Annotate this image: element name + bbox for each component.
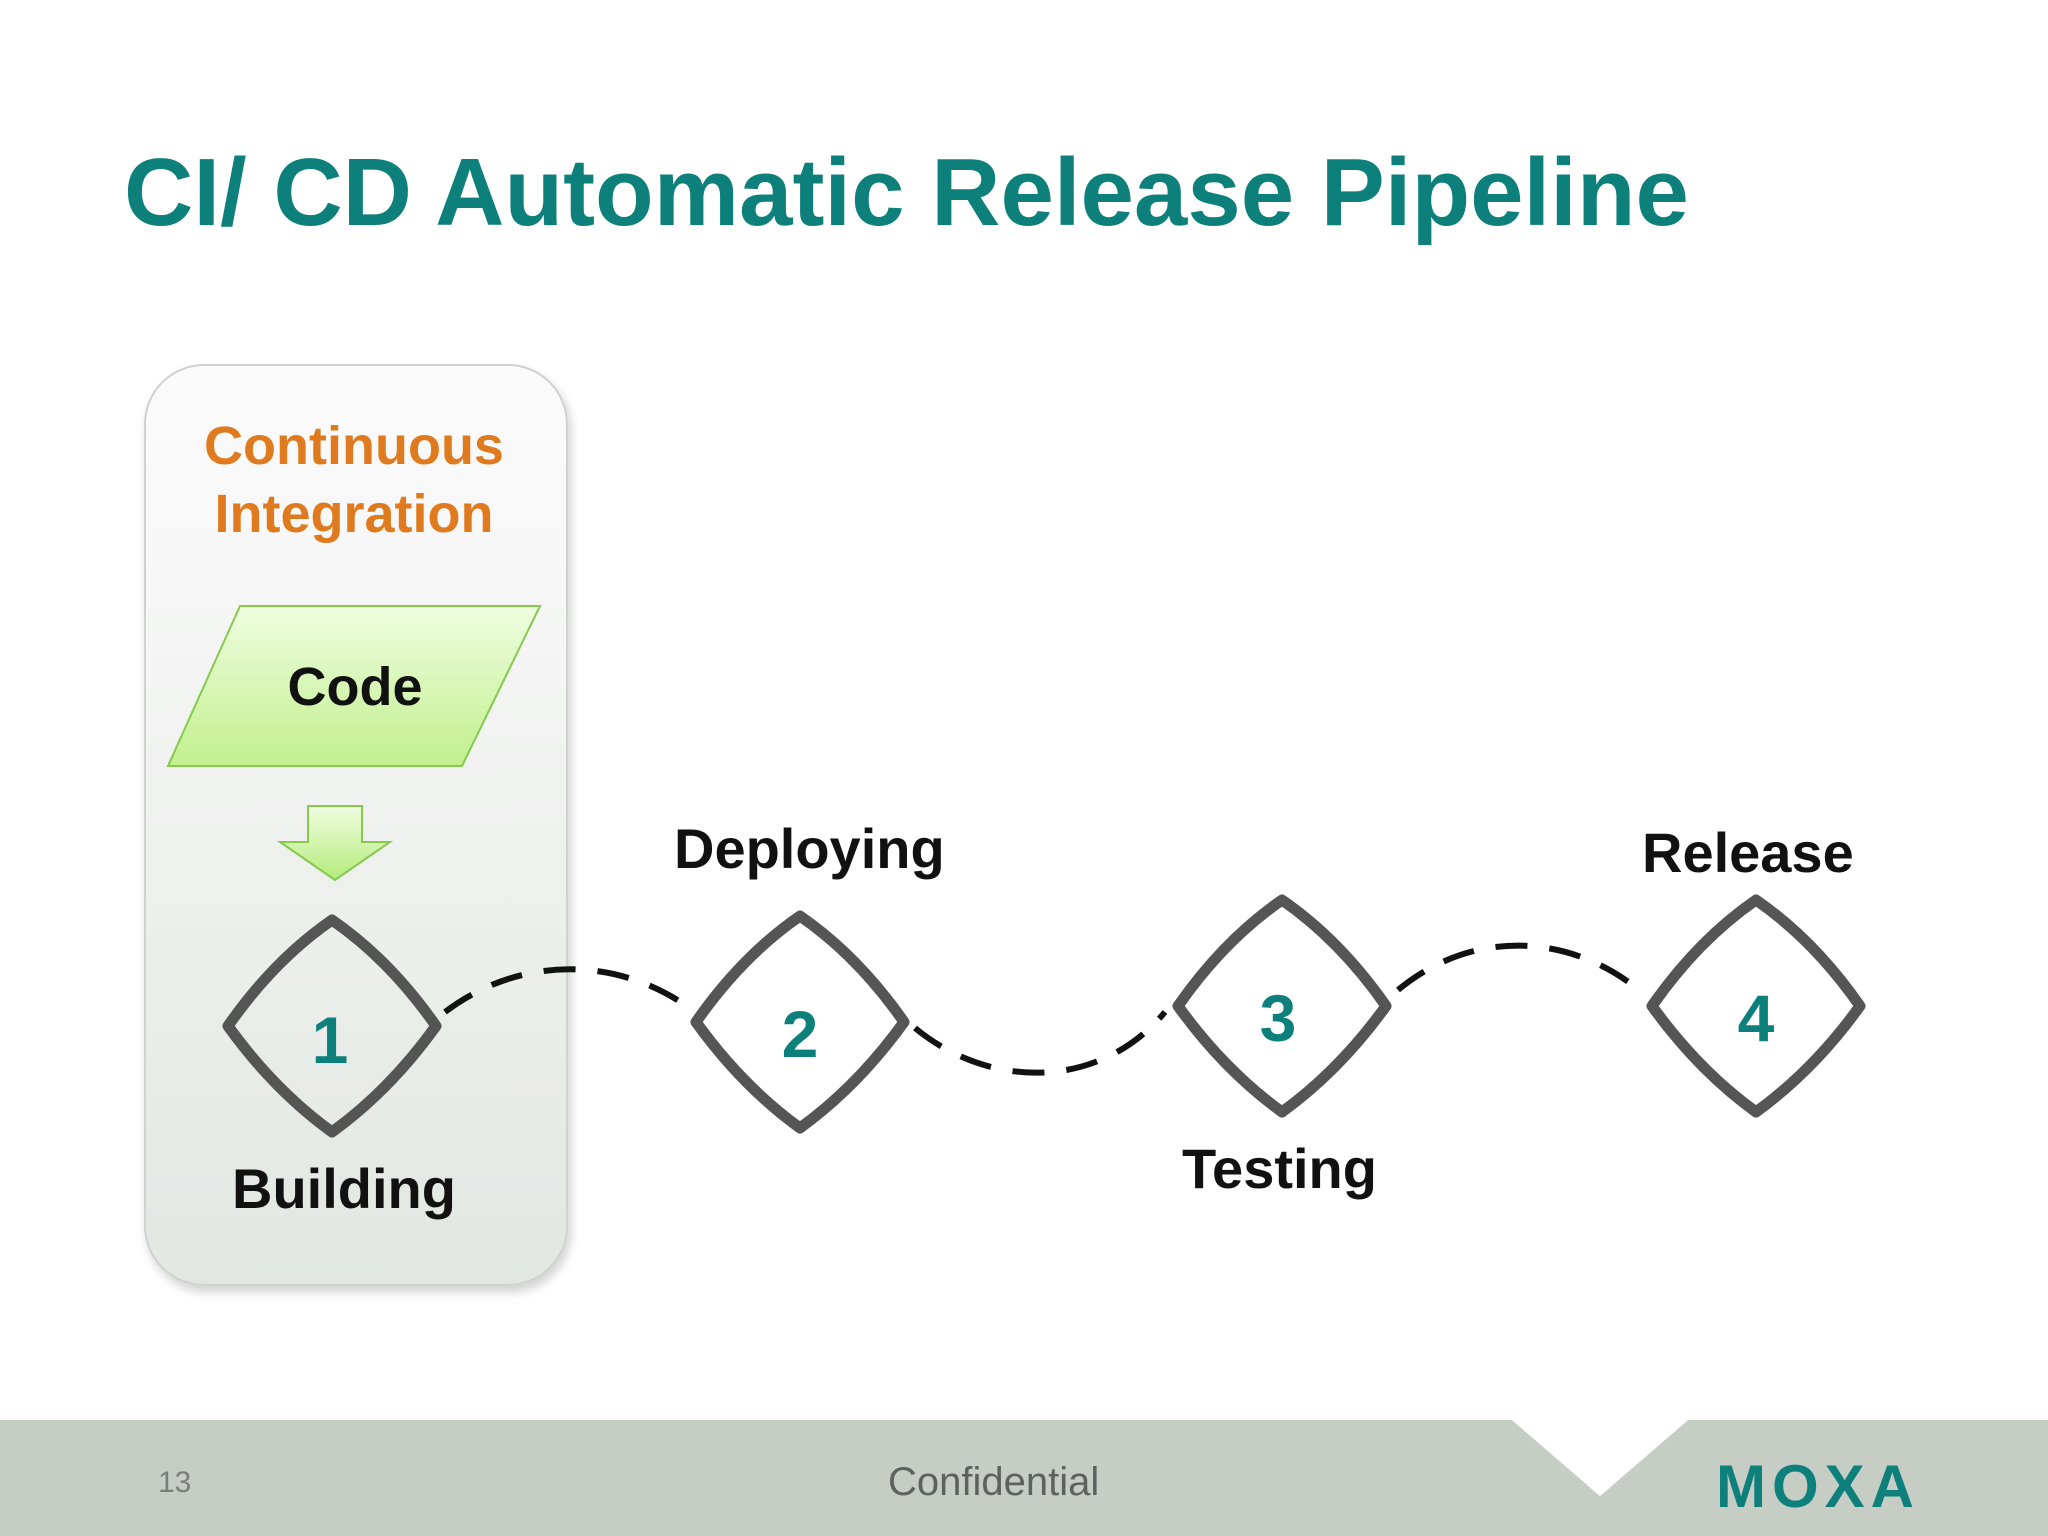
connector-2-3: [913, 1010, 1168, 1076]
step-1-number: 1: [311, 1003, 349, 1077]
page-number: 13: [158, 1466, 192, 1499]
code-label: Code: [287, 657, 423, 717]
footer-notch-light: [1512, 1420, 1688, 1496]
ci-title-line-1: Continuous: [204, 416, 504, 476]
step-3-label: Testing: [1182, 1137, 1377, 1200]
step-2-number: 2: [781, 997, 819, 1071]
slide-title: CI/ CD Automatic Release Pipeline: [124, 139, 1689, 246]
confidential-label: Confidential: [888, 1460, 1100, 1504]
step-2-diamond: [690, 910, 910, 1134]
step-1-label: Building: [232, 1157, 456, 1220]
continuous-integration-title: Continuous Integration: [144, 412, 564, 548]
code-parallelogram: [166, 605, 542, 767]
footer-band: [0, 1420, 2048, 1536]
step-4-number: 4: [1737, 981, 1775, 1055]
moxa-logo: MOXA: [1716, 1453, 1920, 1520]
step-4-label: Release: [1642, 821, 1854, 884]
step-4-diamond: [1646, 894, 1866, 1118]
step-3-number: 3: [1259, 981, 1297, 1055]
connector-3-4: [1396, 942, 1647, 998]
step-1-diamond: [222, 914, 442, 1138]
connector-1-2: [443, 966, 697, 1015]
step-2-label: Deploying: [674, 817, 945, 880]
down-arrow-icon: [276, 805, 394, 882]
step-3-diamond: [1172, 894, 1392, 1118]
ci-title-line-2: Integration: [214, 484, 494, 544]
